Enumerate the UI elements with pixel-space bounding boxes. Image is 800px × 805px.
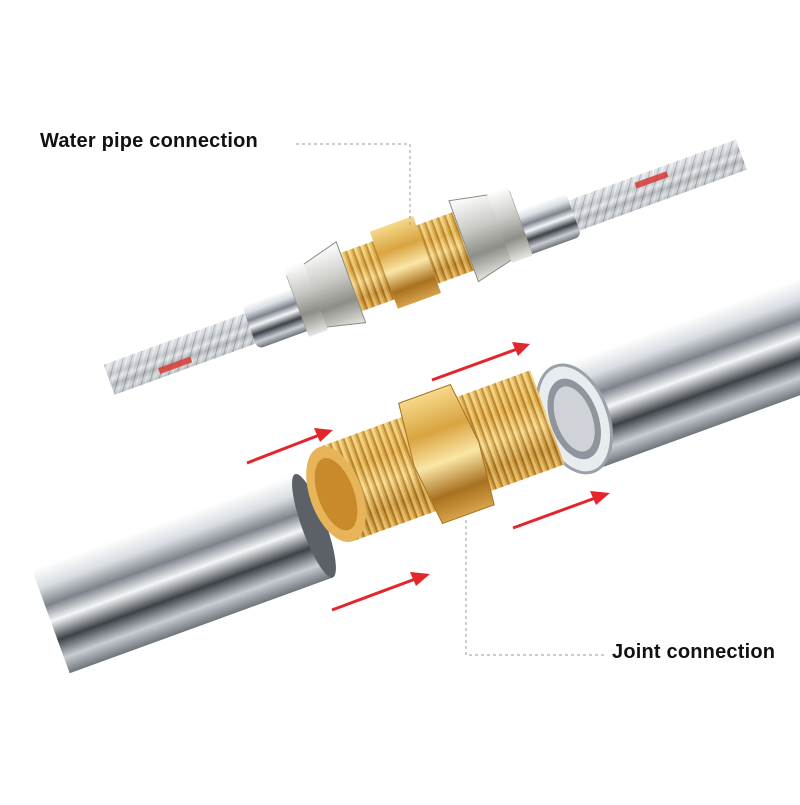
callout-line-water-pipe <box>296 143 411 225</box>
arrow-icon <box>246 428 333 465</box>
braided-hose-right <box>509 139 747 256</box>
callout-line-joint <box>465 520 605 656</box>
callout-lines <box>296 143 605 656</box>
joint-connection-label: Joint connection <box>612 641 776 663</box>
arrow-icon <box>512 491 610 530</box>
water-pipe-connection-label: Water pipe connection <box>40 130 258 152</box>
braided-hose-left <box>103 287 313 395</box>
chrome-pipe-left <box>32 473 336 674</box>
brass-hex-nipple <box>306 370 565 543</box>
compression-union <box>283 185 533 337</box>
chrome-pipe-right <box>535 278 800 475</box>
insert-arrows <box>246 342 610 612</box>
arrow-icon <box>331 572 430 612</box>
arrow-icon <box>431 342 530 382</box>
